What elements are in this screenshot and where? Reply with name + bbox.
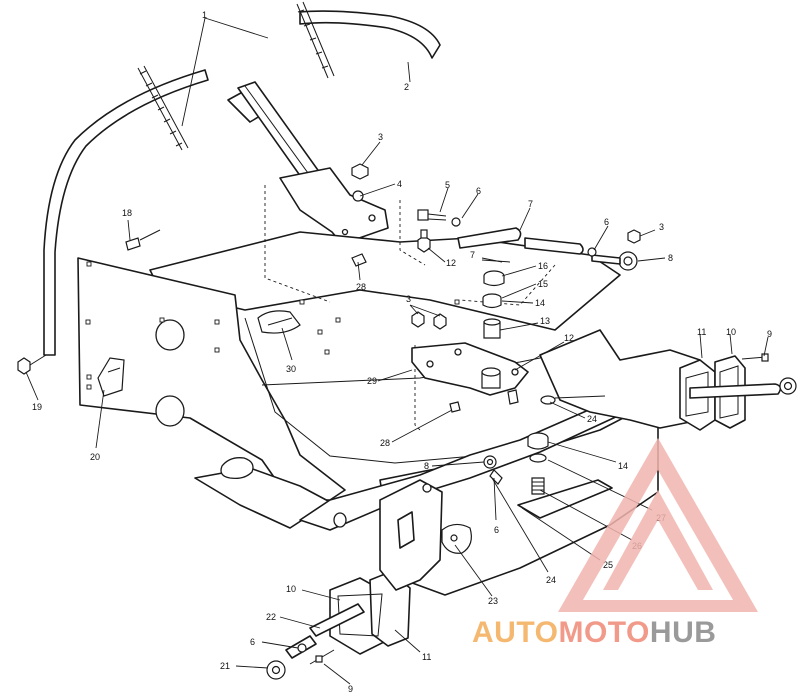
callout-13: 13 (540, 316, 550, 326)
automotohub-watermark: AUTOMOTOHUB (472, 438, 758, 649)
callout-2: 2 (404, 82, 409, 92)
steering-arm (379, 479, 443, 591)
lower-bushings (517, 432, 613, 519)
callout-15: 15 (538, 279, 548, 289)
callout-18: 18 (122, 208, 132, 218)
callout-21: 21 (220, 661, 230, 671)
callout-12: 12 (564, 333, 574, 343)
callout-14: 14 (535, 298, 545, 308)
callout-6: 6 (604, 217, 609, 227)
callout-23: 23 (488, 596, 498, 606)
callout-labels: 1 2 3 4 5 6 7 6 3 8 18 12 7 16 15 28 14 … (32, 10, 772, 694)
callout-3: 3 (406, 294, 411, 304)
right-flanges (679, 355, 797, 431)
svg-text:AUTOMOTOHUB: AUTOMOTOHUB (472, 616, 716, 649)
callout-3: 3 (378, 132, 383, 142)
callout-19: 19 (32, 402, 42, 412)
callout-22: 22 (266, 612, 276, 622)
callout-14: 14 (618, 461, 628, 471)
callout-28: 28 (380, 438, 390, 448)
steering-bracket (279, 167, 389, 245)
callout-30: 30 (286, 364, 296, 374)
callout-25: 25 (603, 560, 613, 570)
callout-3: 3 (659, 222, 664, 232)
spindle-plate (411, 342, 529, 396)
callout-11: 11 (697, 327, 706, 337)
callout-29: 29 (367, 376, 377, 386)
callout-9: 9 (348, 684, 353, 694)
callout-7: 7 (470, 250, 475, 260)
callout-16: 16 (538, 261, 548, 271)
watermark-word-moto: MOTO (558, 616, 649, 649)
callout-8: 8 (668, 253, 673, 263)
watermark-word-hub: HUB (650, 616, 717, 649)
callout-10: 10 (286, 584, 296, 594)
callout-28: 28 (356, 282, 366, 292)
callout-6: 6 (250, 637, 255, 647)
callout-24: 24 (587, 414, 597, 424)
lower-flanges (266, 571, 411, 680)
callout-11: 11 (422, 652, 431, 662)
tie-rods (457, 227, 638, 271)
watermark-logo-mark (558, 438, 758, 612)
callout-12: 12 (446, 258, 456, 268)
callout-5: 5 (445, 180, 450, 190)
callout-10: 10 (726, 327, 736, 337)
callout-7: 7 (528, 199, 533, 209)
frame-holes (85, 261, 460, 528)
callout-8: 8 (424, 461, 429, 471)
small-hardware (17, 163, 769, 554)
callout-20: 20 (90, 452, 100, 462)
callout-1: 1 (202, 10, 207, 20)
callout-6: 6 (476, 186, 481, 196)
callout-4: 4 (397, 179, 402, 189)
callout-24: 24 (546, 575, 556, 585)
handlebar-grips (137, 1, 335, 151)
callout-6: 6 (494, 525, 499, 535)
watermark-word-auto: AUTO (472, 616, 558, 649)
callout-9: 9 (767, 329, 772, 339)
